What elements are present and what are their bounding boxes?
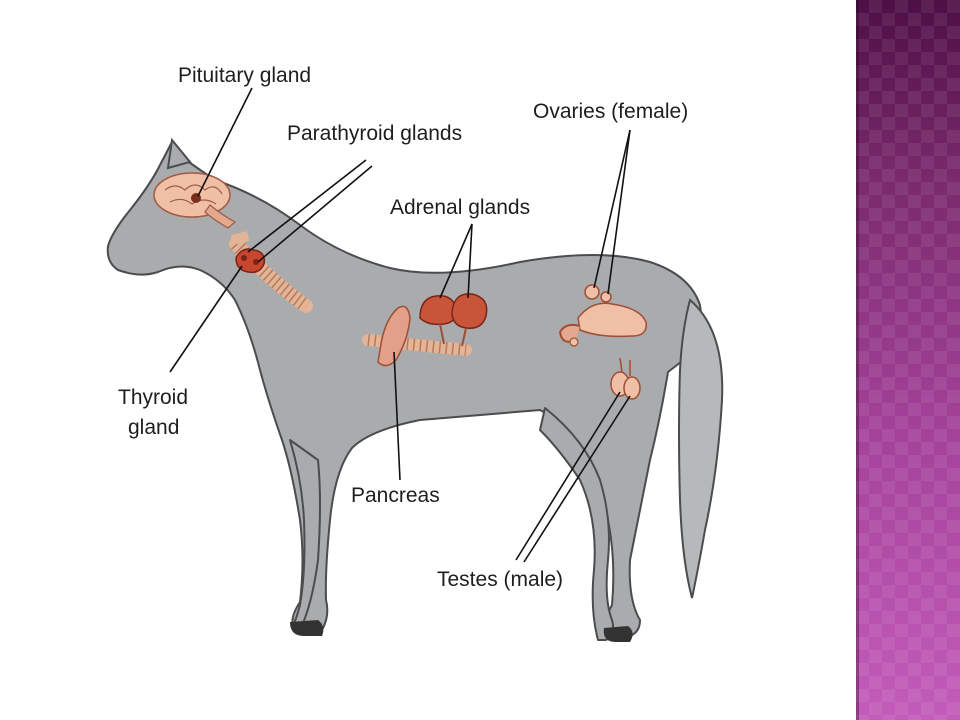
pancreas: [377, 305, 411, 367]
testes: [610, 357, 641, 400]
leader-adrenal-2: [467, 223, 473, 299]
brain: [153, 172, 237, 229]
front-hoof: [290, 620, 324, 636]
horse-tail: [678, 298, 724, 599]
leader-testes-2: [523, 395, 631, 563]
label-thyroid-line2: gland: [128, 416, 179, 439]
label-parathyroid-glands: Parathyroid glands: [287, 122, 462, 145]
label-adrenal-glands: Adrenal glands: [390, 196, 530, 219]
side-band-edge: [856, 0, 859, 720]
horse-ear: [166, 137, 192, 170]
ovaries-uterus: [558, 284, 647, 347]
hind-hoof: [603, 626, 633, 642]
side-band-pattern: [856, 0, 960, 720]
label-pituitary-gland: Pituitary gland: [178, 64, 311, 87]
leader-ovary-1: [593, 129, 631, 289]
decorative-side-band: [856, 0, 960, 720]
labels: Pituitary gland Parathyroid glands Adren…: [118, 64, 688, 591]
thyroid-gland: [235, 248, 266, 274]
label-thyroid-line1: Thyroid: [118, 386, 188, 409]
leader-ovary-2: [607, 129, 631, 295]
label-pancreas: Pancreas: [351, 484, 440, 507]
leader-pancreas: [393, 351, 401, 481]
leader-parathyroid-1: [247, 159, 367, 253]
leader-adrenal-1: [439, 223, 473, 299]
leader-testes-1: [515, 391, 621, 561]
horse-endocrine-diagram: Pituitary gland Parathyroid glands Adren…: [106, 64, 724, 642]
leader-lines: [169, 87, 631, 563]
leader-parathyroid-2: [257, 165, 373, 263]
label-testes: Testes (male): [437, 568, 563, 591]
leader-pituitary: [197, 87, 253, 197]
adrenal-glands: [419, 293, 488, 347]
horse-front-leg: [289, 439, 321, 631]
label-ovaries: Ovaries (female): [533, 100, 688, 123]
leader-thyroid: [169, 265, 243, 373]
